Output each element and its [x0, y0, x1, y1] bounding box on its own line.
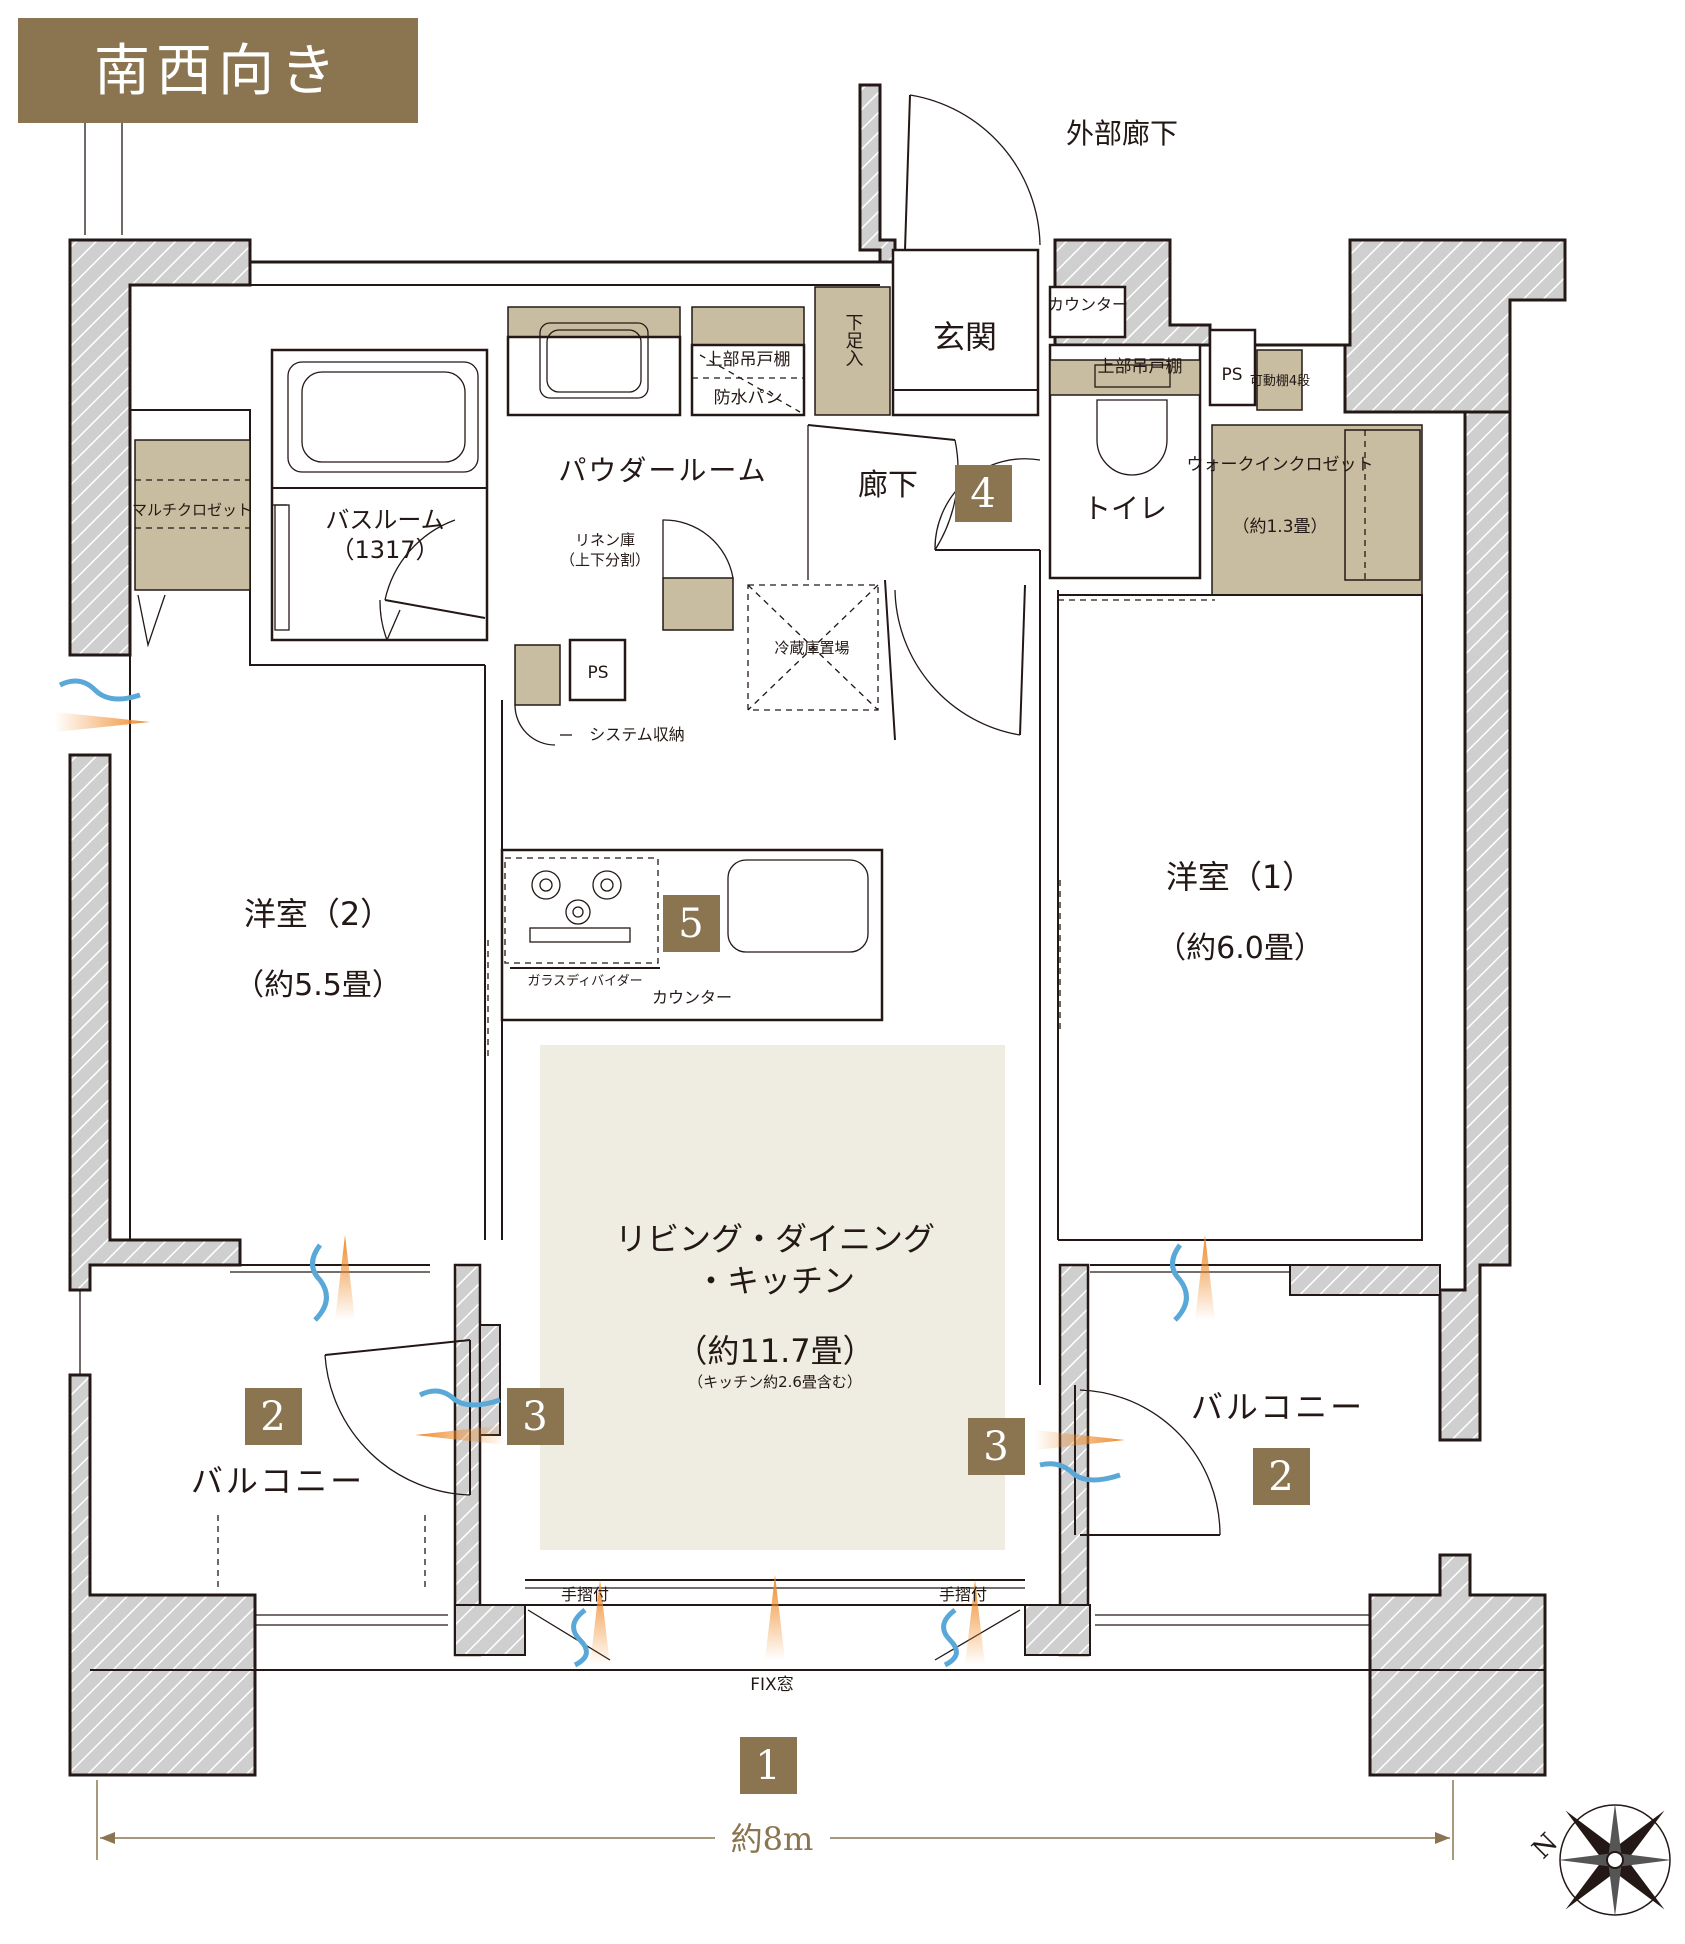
corridor-label: 外部廊下	[1066, 117, 1178, 150]
airflow-arrows	[55, 678, 1215, 1668]
ldk-note: （キッチン約2.6畳含む）	[688, 1373, 862, 1391]
badge-2-left	[245, 1388, 302, 1445]
ps-label-1: PS	[1221, 365, 1242, 385]
airflow-balcony-door-left	[415, 1425, 505, 1445]
multi-closet	[134, 439, 251, 591]
airflow-west-room-1	[1195, 1235, 1215, 1320]
entrance-counter-label: カウンター	[1048, 295, 1128, 314]
orientation-banner	[18, 18, 418, 123]
balcony-left-label: バルコニー	[191, 1462, 365, 1500]
badge-2-right	[1253, 1448, 1310, 1505]
fix-window-label: FIX窓	[750, 1675, 793, 1695]
badge-3-right	[968, 1418, 1025, 1475]
column-bottom-right	[1024, 1604, 1091, 1656]
badge-4	[955, 465, 1012, 522]
north-mark: N	[1527, 1828, 1564, 1865]
waterproof-pan-label: 防水パン	[714, 388, 783, 408]
bottom-right-wall-b	[1289, 1264, 1441, 1296]
western-room-1-size: （約6.0畳）	[1156, 931, 1324, 966]
right-wall	[1438, 410, 1512, 1442]
bathroom-label: バスルーム	[325, 506, 444, 534]
hallway-label: 廊下	[858, 468, 918, 503]
badge-5-number: 5	[678, 901, 703, 947]
ldk-label-line2: ・キッチン	[695, 1262, 855, 1300]
left-wall-bottom	[68, 1373, 257, 1777]
balcony-partition-center-left	[479, 1324, 501, 1436]
walk-in-closet-label: ウォークインクロゼット	[1187, 455, 1374, 475]
left-wall	[68, 83, 897, 657]
orientation-label: 南西向き	[94, 39, 342, 104]
ldk-size: （約11.7畳）	[675, 1332, 874, 1370]
top-right-wall	[1053, 238, 1567, 414]
ps-label-2: PS	[587, 663, 608, 683]
airflow-balcony-door-right	[1035, 1430, 1125, 1450]
badge-2-right-number: 2	[1268, 1454, 1293, 1500]
interior	[79, 94, 1545, 1671]
bathroom-size-label: （1317）	[330, 536, 439, 564]
western-room-2-size: （約5.5畳）	[234, 968, 402, 1003]
badge-2-left-number: 2	[260, 1394, 285, 1440]
powder-room-label: パウダールーム	[558, 454, 767, 487]
walk-in-closet-size: （約1.3畳）	[1232, 517, 1327, 537]
labels: 外部廊下 玄関 下足入 カウンター 上部吊戸棚 防水パン 上部吊戸棚 パウダール…	[132, 117, 1374, 1695]
western-room-2-label: 洋室（2）	[244, 895, 392, 933]
badge-3-left	[507, 1388, 564, 1445]
badge-4-number: 4	[970, 471, 995, 517]
badge-5	[663, 895, 720, 952]
dimension-width-label: 約8m	[731, 1820, 814, 1858]
western-room-1-label: 洋室（1）	[1166, 858, 1314, 896]
compass-icon	[1558, 1803, 1672, 1917]
handrail-right-label: 手摺付	[939, 1585, 987, 1604]
ldk-label-line1: リビング・ダイニング	[615, 1220, 935, 1258]
bathroom-area	[270, 348, 489, 642]
ldk-area	[540, 1045, 1005, 1550]
airflow-west-room-2	[335, 1235, 355, 1320]
system-storage-label: システム収納	[589, 725, 685, 744]
badges: 4 5 2 3 3 2 1	[245, 465, 1310, 1794]
linen-storage	[662, 577, 734, 631]
entrance-label: 玄関	[933, 318, 997, 356]
linen-storage-label: リネン庫	[575, 531, 635, 549]
shoe-storage-label: 下足入	[843, 313, 864, 367]
badge-3-right-number: 3	[983, 1424, 1008, 1470]
upper-shelf-label-1: 上部吊戸棚	[706, 350, 791, 370]
left-wall-mid	[68, 753, 242, 1292]
fridge-space	[747, 584, 879, 711]
toilet-label: トイレ	[1083, 492, 1167, 525]
badge-3-left-number: 3	[522, 1394, 547, 1440]
structure-walls	[68, 83, 1567, 1777]
handrail-left-label: 手摺付	[561, 1585, 609, 1604]
kitchen-counter-label: カウンター	[652, 988, 732, 1007]
column-bottom-left	[454, 1604, 526, 1656]
glass-divider-label: ガラスディバイダー	[527, 973, 642, 989]
entrance-area	[891, 248, 1040, 417]
balcony-right-label: バルコニー	[1191, 1388, 1365, 1426]
airflow-fix-window	[765, 1575, 785, 1660]
balcony-partition-left	[453, 1263, 482, 1657]
fridge-label: 冷蔵庫置場	[774, 639, 849, 657]
airflow-multi-closet	[55, 712, 150, 732]
multi-closet-label: マルチクロゼット	[132, 501, 252, 519]
linen-note-label: （上下分割）	[560, 551, 650, 569]
upper-shelf-label-2: 上部吊戸棚	[1098, 357, 1183, 377]
badge-1	[740, 1737, 797, 1794]
badge-1-number: 1	[755, 1743, 780, 1789]
dimension-line: 約8m	[96, 1780, 1454, 1860]
vanity-top	[507, 306, 681, 338]
movable-shelf-label: 可動棚4段	[1250, 374, 1310, 389]
right-wall-bottom	[1368, 1553, 1547, 1777]
shoe-storage	[814, 286, 891, 416]
